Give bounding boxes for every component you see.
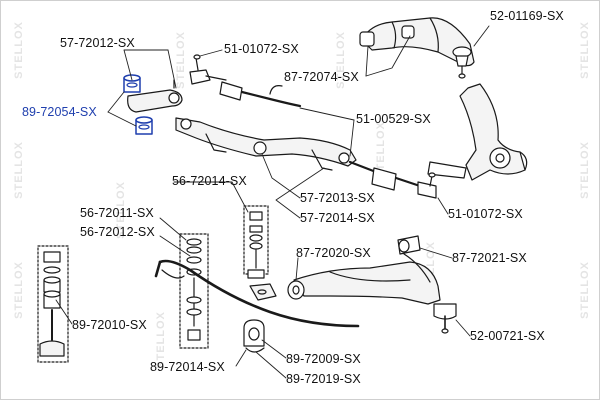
- callout-p52-01169: 52-01169-SX: [490, 9, 564, 23]
- lower-arm-bushing-rear: [397, 235, 431, 283]
- lower-control-arm: [293, 261, 441, 305]
- tie-rod-end-upper: [189, 54, 227, 85]
- lower-arm-bushing-front: [287, 280, 305, 300]
- idler-arm-bushing-upper[interactable]: [123, 74, 141, 93]
- callout-p87-72020: 87-72020-SX: [296, 246, 371, 260]
- callout-p51-01072-top: 51-01072-SX: [224, 42, 299, 56]
- callout-p51-01072-bottom: 51-01072-SX: [448, 207, 523, 221]
- callout-p57-72013: 57-72013-SX: [300, 191, 375, 205]
- lower-arm-bushing-stack: [37, 245, 69, 363]
- stabilizer-bar-bushing: [243, 319, 265, 353]
- center-link: [175, 117, 357, 171]
- upper-control-arm: [359, 17, 475, 67]
- idler-arm: [127, 79, 183, 113]
- callout-p87-72074: 87-72074-SX: [284, 70, 359, 84]
- callout-p89-72009: 89-72009-SX: [286, 352, 361, 366]
- callout-p57-72012: 57-72012-SX: [60, 36, 135, 50]
- tie-rod-upper: [219, 81, 302, 108]
- lower-ball-joint: [433, 303, 457, 334]
- callout-p89-72014: 89-72014-SX: [150, 360, 225, 374]
- stabilizer-link-bracket: [249, 283, 277, 301]
- callout-p56-72011: 56-72011-SX: [80, 206, 154, 220]
- stabilizer-link-kit-left: [179, 233, 209, 349]
- tie-rod-end-lower: [417, 172, 437, 199]
- stabilizer-bar: [154, 259, 360, 328]
- callout-p87-72021: 87-72021-SX: [452, 251, 527, 265]
- callout-p57-72014: 57-72014-SX: [300, 211, 375, 225]
- upper-ball-joint: [455, 55, 469, 79]
- callout-p89-72019: 89-72019-SX: [286, 372, 361, 386]
- leader-lines: [55, 25, 490, 379]
- steering-knuckle: [427, 83, 528, 181]
- stabilizer-link-kit-right: [243, 205, 269, 279]
- callout-p56-72014: 56-72014-SX: [172, 174, 247, 188]
- tie-rod-lower: [348, 160, 422, 191]
- callout-p89-72054: 89-72054-SX: [22, 105, 97, 119]
- callout-p56-72012: 56-72012-SX: [80, 225, 155, 239]
- idler-arm-bushing-lower[interactable]: [135, 116, 153, 135]
- callout-p51-00529: 51-00529-SX: [356, 112, 431, 126]
- callout-p89-72010: 89-72010-SX: [72, 318, 147, 332]
- callout-p52-00721: 52-00721-SX: [470, 329, 545, 343]
